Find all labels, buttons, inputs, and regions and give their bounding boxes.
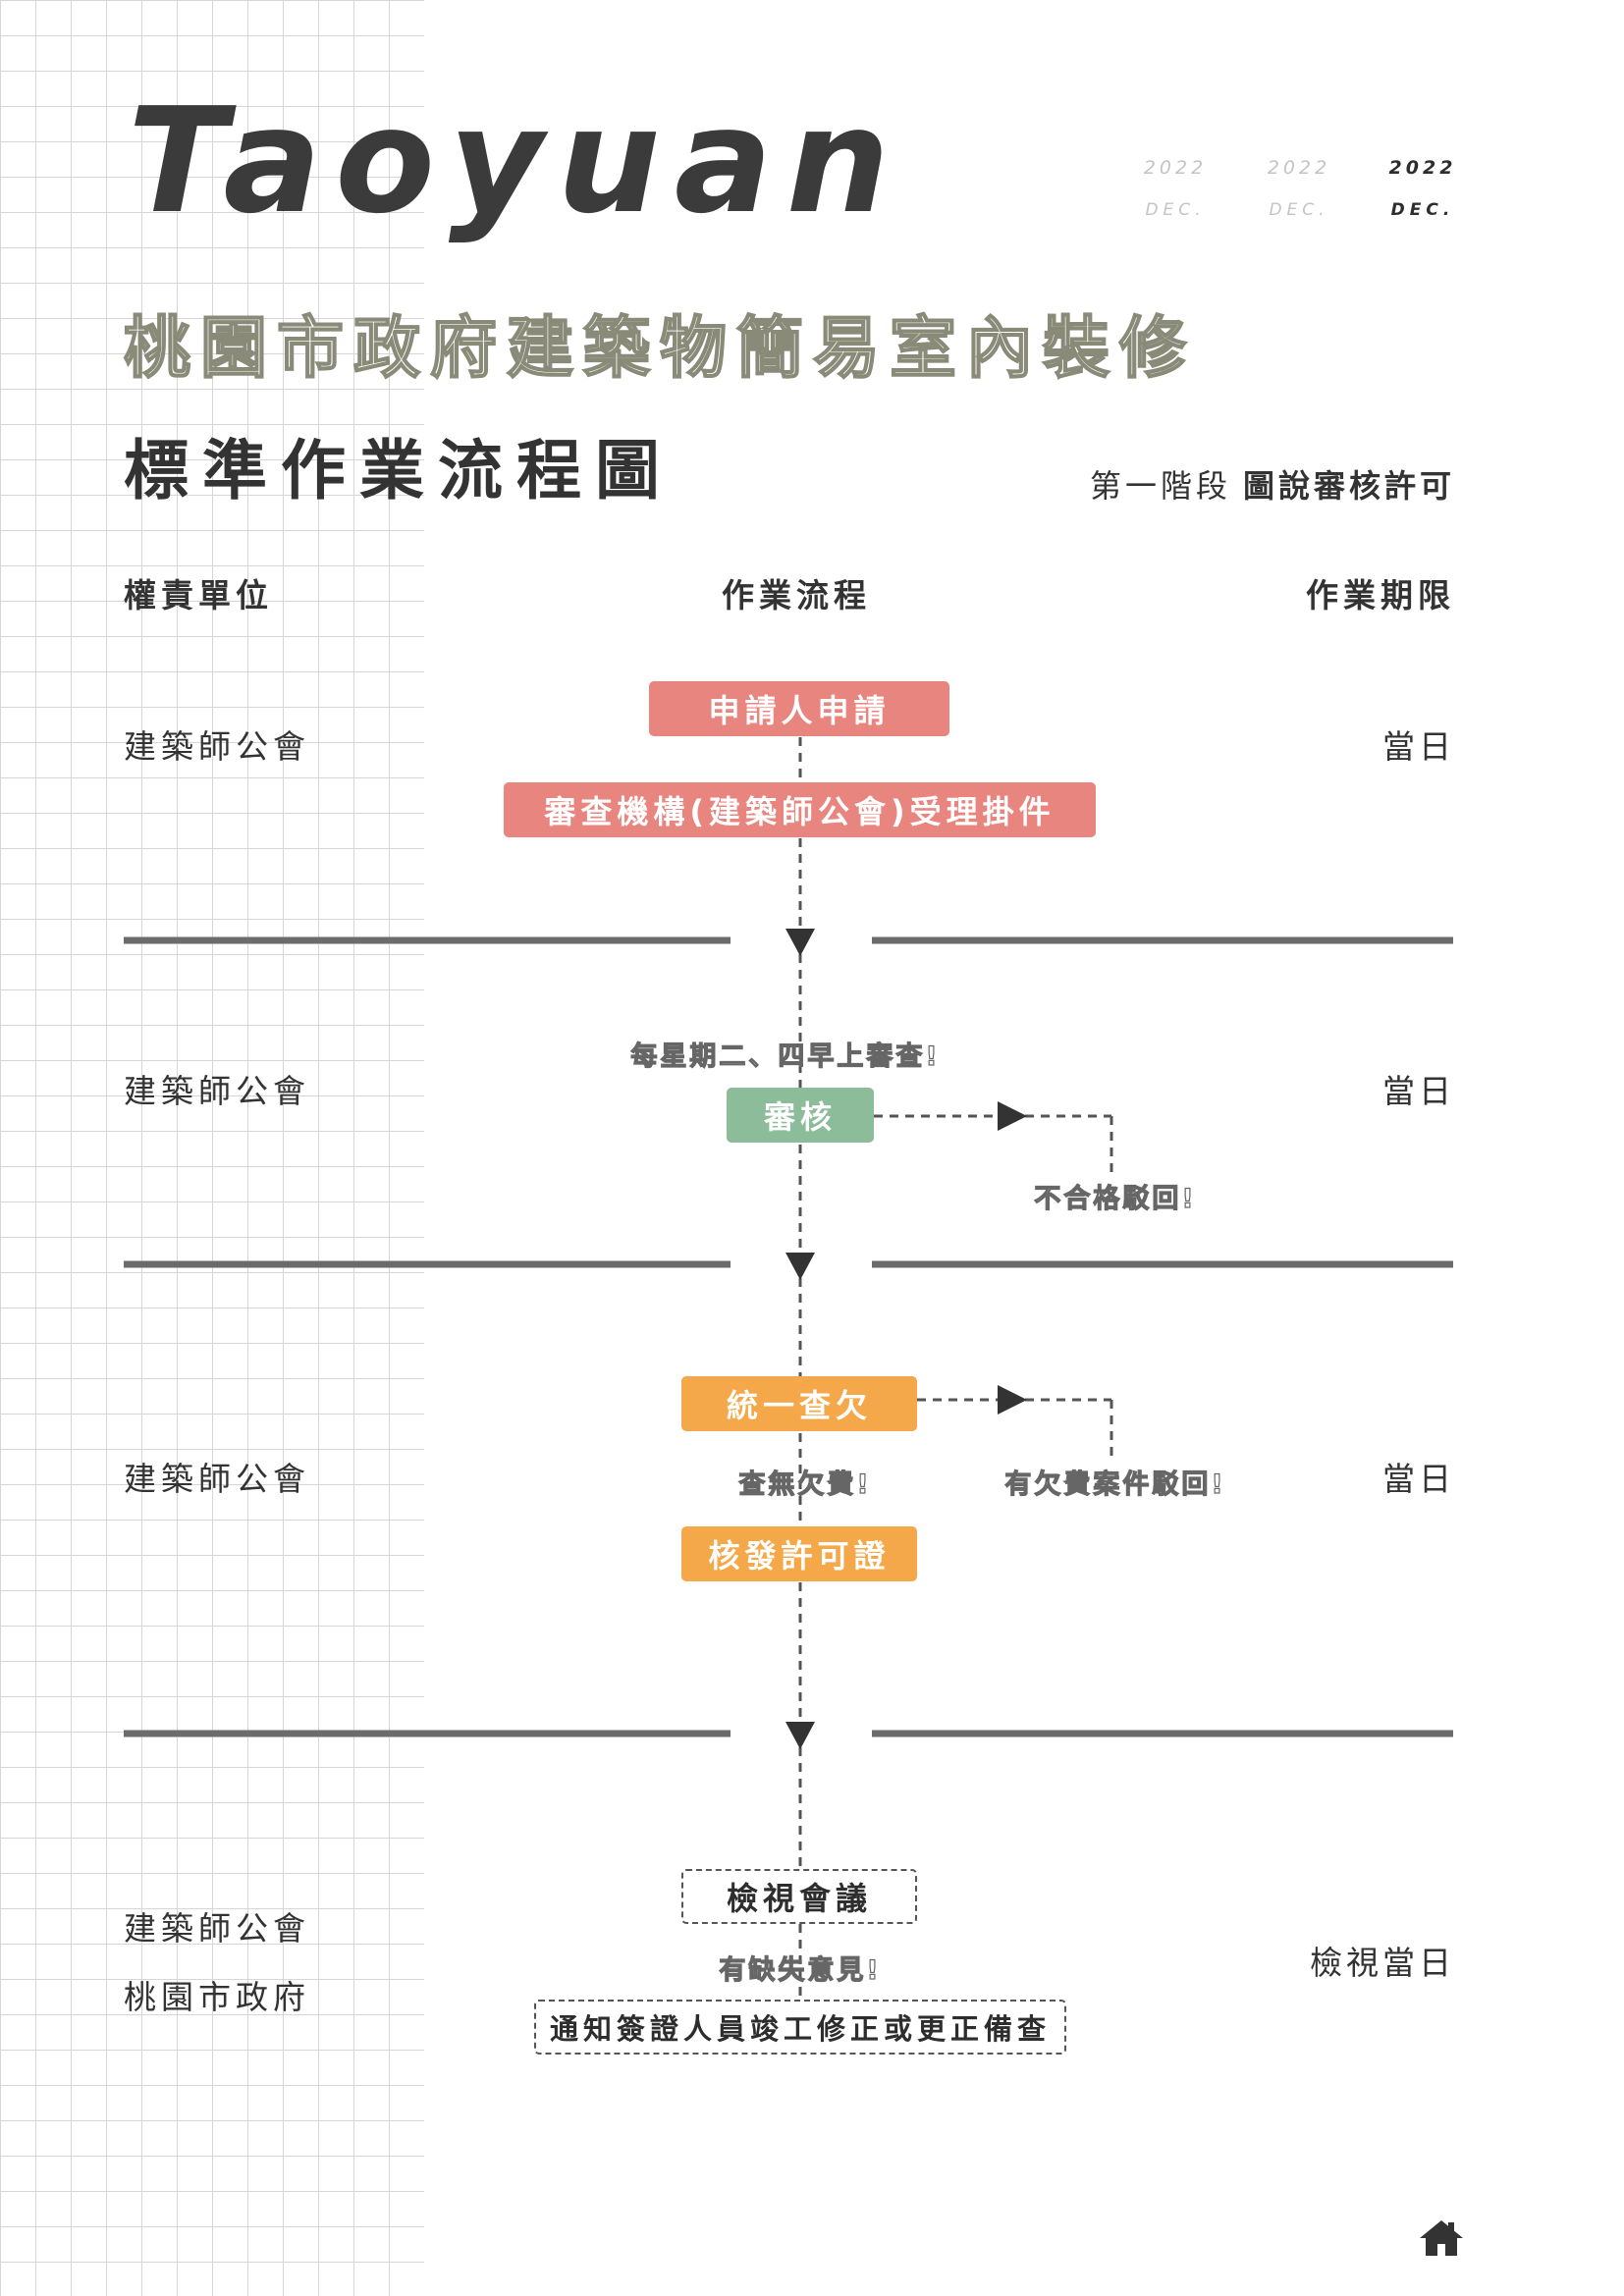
section-unit: 建築師公會 — [124, 1072, 310, 1110]
arrow-right-icon — [998, 1385, 1027, 1415]
column-header-unit: 權責單位 — [124, 576, 273, 614]
step-issue-permit: 核發許可證 — [681, 1526, 917, 1581]
page-title-line1: 桃園市政府建築物簡易室內裝修 — [123, 310, 1197, 388]
date-stamp: 2022 DEC. — [1255, 157, 1343, 220]
section-deadline: 當日 — [1382, 727, 1455, 766]
arrow-down-icon — [785, 1722, 815, 1749]
brand-title: Taoyuan — [128, 77, 904, 245]
date-month: DEC. — [1390, 200, 1455, 220]
arrow-down-icon — [785, 929, 815, 956]
date-month: DEC. — [1269, 200, 1329, 220]
date-year: 2022 — [1267, 157, 1331, 179]
section-unit: 建築師公會 — [124, 1909, 310, 1948]
section-deadline: 當日 — [1382, 1072, 1455, 1110]
stage-name: 圖說審核許可 — [1242, 467, 1455, 505]
arrow-right-icon — [998, 1101, 1027, 1131]
date-year: 2022 — [1143, 157, 1208, 179]
note-review-reject: 不合格駁回! — [1034, 1183, 1197, 1214]
stage-label: 第一階段圖說審核許可 — [1090, 461, 1455, 507]
arrow-down-icon — [785, 1253, 815, 1280]
step-accept: 審查機構(建築師公會)受理掛件 — [504, 782, 1096, 837]
note-no-debt: 查無欠費! — [738, 1468, 872, 1500]
step-apply: 申請人申請 — [649, 681, 949, 736]
step-meeting: 檢視會議 — [681, 1869, 917, 1924]
section-deadline: 當日 — [1382, 1460, 1455, 1498]
note-debt-reject: 有欠費案件駁回! — [1004, 1468, 1226, 1500]
step-review: 審核 — [727, 1088, 874, 1143]
column-header-process: 作業流程 — [722, 576, 871, 614]
stage-number: 第一階段 — [1089, 467, 1231, 505]
home-icon[interactable] — [1418, 2218, 1465, 2258]
section-unit: 桃園市政府 — [124, 1978, 310, 2016]
date-year: 2022 — [1388, 157, 1457, 179]
section-deadline: 檢視當日 — [1310, 1944, 1455, 1982]
step-check-debt: 統一查欠 — [681, 1376, 917, 1431]
date-month: DEC. — [1145, 200, 1206, 220]
note-deficiency: 有缺失意見! — [719, 1954, 882, 1986]
step-notify: 通知簽證人員竣工修正或更正備查 — [534, 2000, 1066, 2055]
page-title-line2: 標準作業流程圖 — [124, 433, 674, 508]
note-review-schedule: 每星期二、四早上審查! — [630, 1041, 941, 1072]
section-unit: 建築師公會 — [124, 727, 310, 766]
section-unit: 建築師公會 — [124, 1460, 310, 1498]
date-stamp: 2022 DEC. — [1131, 157, 1219, 220]
column-header-deadline: 作業期限 — [1306, 576, 1455, 614]
date-stamp: 2022 DEC. — [1379, 157, 1467, 220]
grid-background — [0, 0, 424, 2296]
